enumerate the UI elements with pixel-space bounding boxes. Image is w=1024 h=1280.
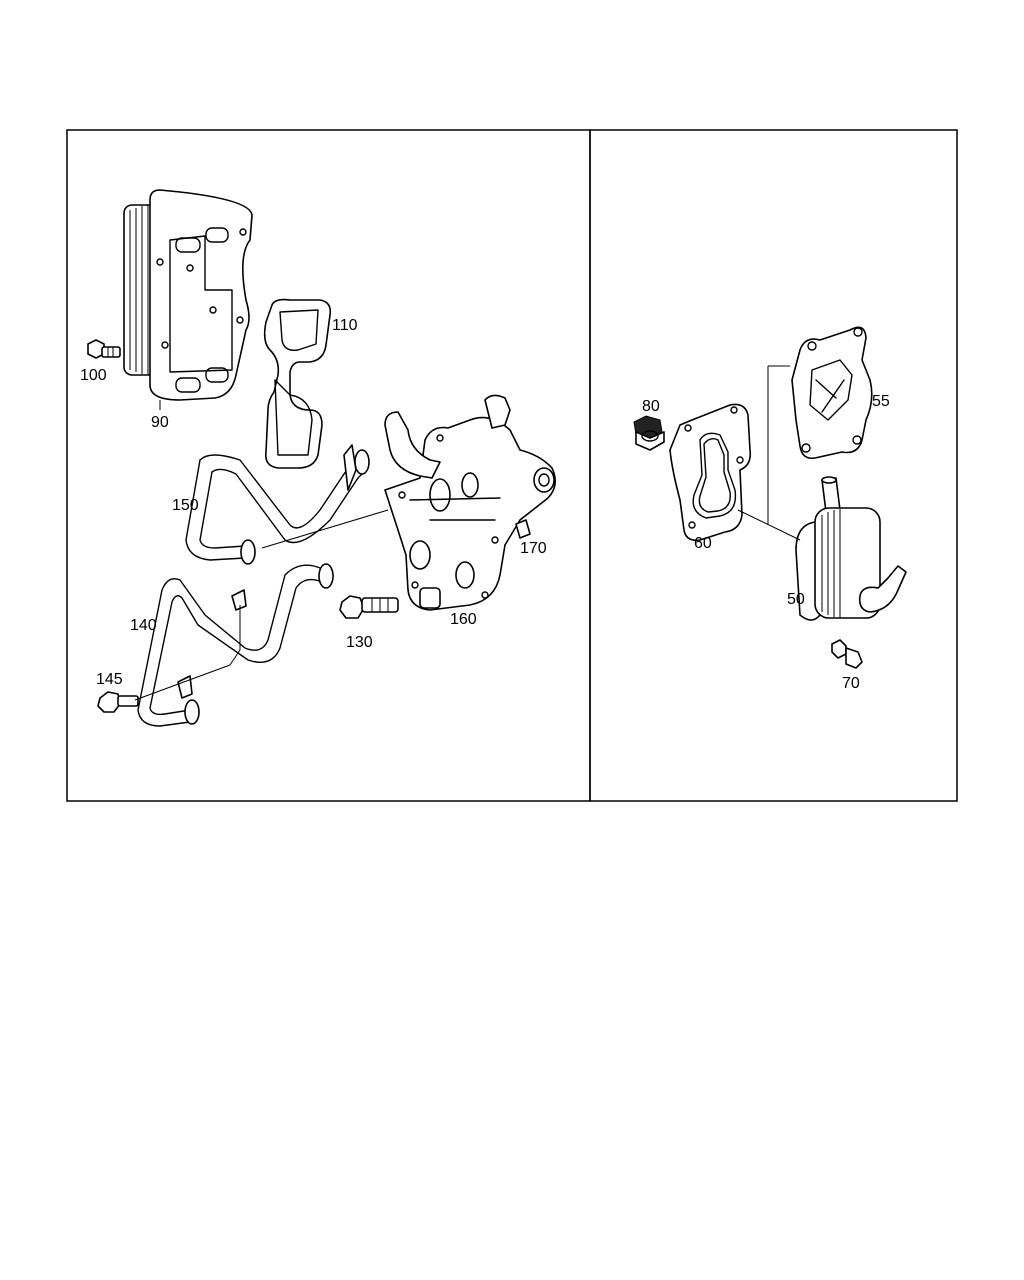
part-110-gasket [263,298,332,469]
part-70-bolt [831,639,863,669]
part-55-bracket [791,326,873,460]
callout-145: 145 [96,671,123,688]
right-panel-frame [589,129,958,802]
part-140-pipe [137,563,334,727]
callout-140: 140 [130,617,157,634]
callout-55: 55 [872,393,890,410]
callout-170: 170 [520,540,547,557]
part-100-bolt [87,339,121,359]
part-130-bolt [339,595,399,619]
part-80-plug [633,415,665,451]
callout-100: 100 [80,367,107,384]
callout-80: 80 [642,398,660,415]
part-50-oil-cooler [795,476,907,621]
callout-130: 130 [346,634,373,651]
callout-110: 110 [332,317,358,334]
part-90-oil-cooler [123,189,253,401]
callout-60: 60 [694,535,712,552]
part-150-pipe [185,444,370,565]
part-170-pin [515,519,531,539]
part-60-gasket [669,403,752,542]
part-160-housing [384,394,556,611]
callout-160: 160 [450,611,477,628]
callout-150: 150 [172,497,199,514]
callout-90: 90 [151,414,169,431]
callout-50: 50 [787,591,805,608]
callout-70: 70 [842,675,860,692]
part-145-bolt [97,691,139,713]
